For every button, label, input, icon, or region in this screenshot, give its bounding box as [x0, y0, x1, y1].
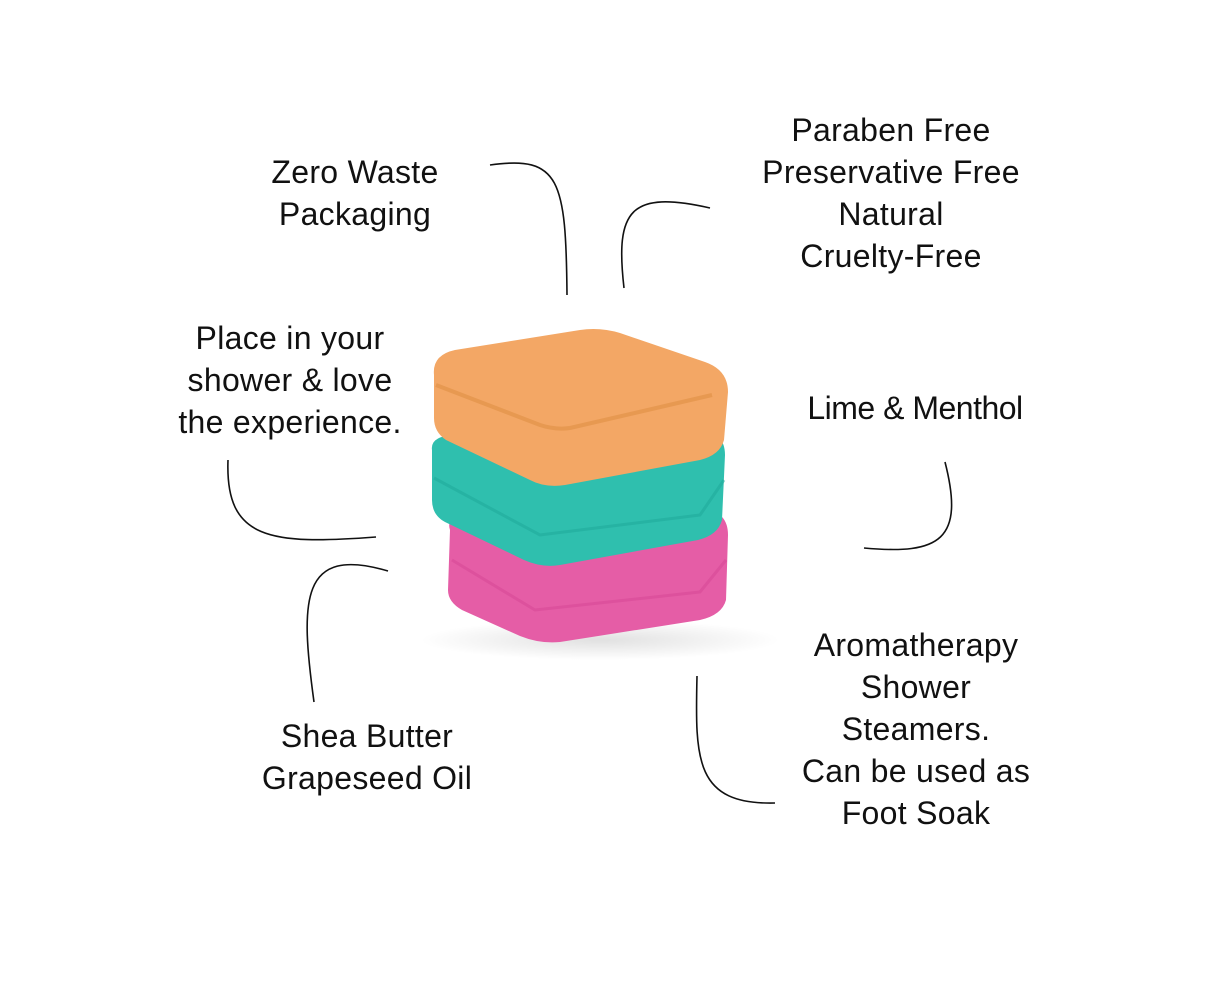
callout-text: the experience. — [178, 404, 402, 440]
connector-line — [863, 461, 953, 551]
callout-text: Lime & Menthol — [807, 390, 1023, 426]
callout-text: Aromatherapy — [813, 627, 1019, 663]
callout-text: Paraben Free — [791, 112, 991, 148]
callout-free-from: Paraben Free Preservative Free Natural C… — [762, 109, 1020, 277]
callout-text: Natural — [838, 196, 944, 232]
connector-line — [227, 459, 377, 541]
shower-steamer-orange — [433, 329, 728, 486]
callout-text: Can be used as — [801, 753, 1031, 789]
callout-usage: Place in your shower & love the experien… — [178, 317, 401, 443]
callout-text: Zero Waste — [271, 154, 439, 190]
callout-ingredients: Shea Butter Grapeseed Oil — [262, 715, 472, 799]
callout-text: Steamers. — [841, 711, 991, 747]
callout-text: Preservative Free — [762, 154, 1020, 190]
callout-lines — [227, 162, 953, 804]
connector-line — [306, 563, 389, 703]
callout-zero-waste: Zero Waste Packaging — [271, 151, 438, 235]
callout-description: Aromatherapy Shower Steamers. Can be use… — [802, 624, 1030, 834]
callout-text: Cruelty-Free — [800, 238, 982, 274]
callout-text: shower & love — [187, 362, 393, 398]
callout-text: Shea Butter — [280, 718, 454, 754]
callout-text: Shower — [860, 669, 972, 705]
connector-line — [489, 162, 568, 296]
callout-text: Place in your — [195, 320, 385, 356]
connector-line — [620, 201, 711, 289]
callout-text: Grapeseed Oil — [261, 760, 473, 796]
callout-text: Packaging — [278, 196, 432, 232]
connector-line — [695, 675, 776, 804]
callout-text: Foot Soak — [841, 795, 991, 831]
callout-scent: Lime & Menthol — [807, 387, 1023, 429]
